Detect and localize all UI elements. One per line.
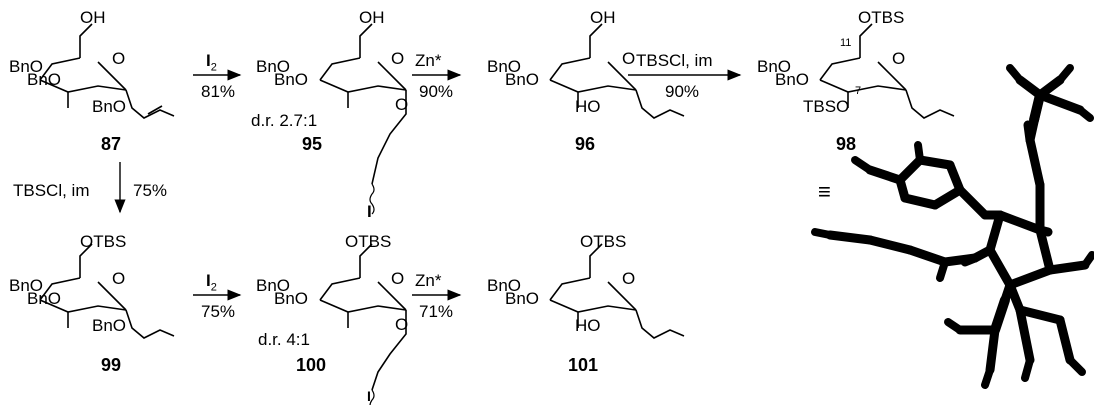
r3-reagent: TBSCl, im	[636, 51, 713, 70]
structure-95	[319, 23, 407, 215]
s98-bno-label: BnO	[775, 70, 810, 89]
s96-ring-oxygen: O	[622, 49, 636, 68]
structure-98	[819, 23, 955, 119]
s101-ring-oxygen: O	[622, 269, 636, 288]
compound-number-101: 101	[568, 355, 599, 375]
equivalence-symbol: ≡	[818, 179, 831, 204]
s96-bno-label: BnO	[505, 70, 540, 89]
s99-bno-label: BnO	[9, 276, 44, 295]
s99-bno-label: BnO	[92, 316, 127, 335]
s95-bno-label: BnO	[256, 57, 291, 76]
s101-bno-label: BnO	[487, 276, 522, 295]
structure-101	[549, 243, 685, 339]
s87-bno-label: BnO	[27, 70, 62, 89]
s87-bno-label: BnO	[9, 57, 44, 76]
s87-bno-label: BnO	[92, 97, 127, 116]
s99-bno-label: BnO	[27, 289, 62, 308]
r5-yield: 75%	[201, 302, 236, 321]
s100-otbs-label: OTBS	[345, 232, 392, 251]
compound-number-87: 87	[101, 134, 122, 154]
s95-ring-oxygen: O	[391, 49, 405, 68]
compound-number-96: 96	[575, 134, 596, 154]
s100-ring-oxygen: O	[391, 269, 405, 288]
s95-iodine: I	[367, 202, 372, 221]
s100-iodine: I	[367, 388, 371, 404]
r1-yield: 81%	[201, 82, 236, 101]
structure-99	[39, 243, 175, 339]
s99-ring-oxygen: O	[112, 269, 126, 288]
s98-ring-oxygen: O	[892, 49, 906, 68]
s95-bridge-oxygen: O	[395, 95, 409, 114]
r6-reagent: Zn*	[415, 271, 442, 290]
dr-100: d.r. 4:1	[258, 330, 310, 349]
r3-yield: 90%	[665, 82, 700, 101]
molecular-3d-model	[811, 64, 1094, 389]
s95-bno-label: BnO	[274, 70, 309, 89]
structure-96	[549, 23, 685, 119]
s87-ring-oxygen: O	[112, 49, 126, 68]
r4-yield: 75%	[133, 181, 168, 200]
s99-otbs-label: OTBS	[80, 232, 127, 251]
s101-otbs-label: OTBS	[580, 232, 627, 251]
s98-tbso-label: TBSO	[803, 97, 850, 116]
r4-reagent: TBSCl, im	[13, 181, 90, 200]
compound-number-99: 99	[101, 355, 122, 375]
r2-reagent: Zn*	[415, 51, 442, 70]
dr-95: d.r. 2.7:1	[251, 111, 318, 130]
r1-reagent: I2	[206, 51, 217, 74]
s101-bno-label: BnO	[505, 289, 540, 308]
s101-ho-label: HO	[575, 316, 601, 335]
s100-bno-label: BnO	[274, 289, 309, 308]
compound-number-98: 98	[836, 134, 857, 154]
s98-bno-label: BnO	[757, 57, 792, 76]
s98-c7-label: 7	[855, 85, 862, 97]
s96-ho-label: HO	[575, 97, 601, 116]
s98-otbs-label: OTBS	[858, 8, 905, 27]
r2-yield: 90%	[419, 82, 454, 101]
s95-hydroxyl-label: OH	[359, 8, 385, 27]
s96-bno-label: BnO	[487, 57, 522, 76]
s96-hydroxyl-label: OH	[590, 8, 616, 27]
r6-yield: 71%	[419, 302, 454, 321]
s98-c11-label: 11	[840, 37, 852, 49]
r5-reagent: I2	[206, 271, 217, 294]
s100-bno-label: BnO	[256, 276, 291, 295]
structure-87	[39, 23, 175, 119]
compound-number-100: 100	[296, 355, 327, 375]
structure-100	[319, 243, 407, 405]
s87-hydroxyl-label: OH	[80, 8, 106, 27]
compound-number-95: 95	[302, 134, 323, 154]
s100-bridge-oxygen: O	[395, 315, 409, 334]
